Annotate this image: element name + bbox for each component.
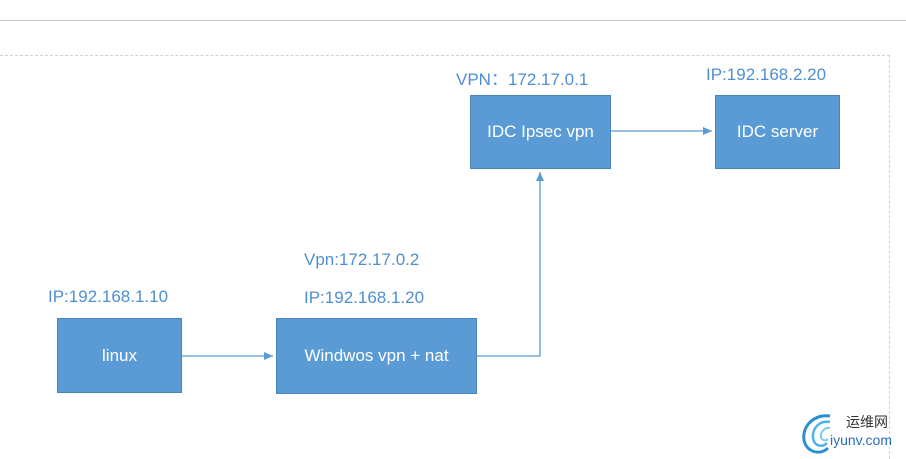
idc-vpn-ip-caption: VPN：172.17.0.1 xyxy=(456,70,589,89)
edge-windows-to-idc-vpn xyxy=(477,172,544,357)
idc-server-node: IDC server xyxy=(715,95,840,169)
linux-node-label: linux xyxy=(102,345,137,365)
linux-ip-caption: IP:192.168.1.10 xyxy=(48,287,169,306)
watermark-chinese-text: 运维网 xyxy=(846,415,888,431)
watermark-domain-text: iyunv.com xyxy=(830,432,892,448)
windows-vpn-nat-node-label: Windwos vpn + nat xyxy=(304,346,449,365)
watermark-logo: 运维网 iyunv.com xyxy=(800,408,906,459)
canvas-border-right xyxy=(889,55,890,459)
windows-vpn-nat-node: Windwos vpn + nat xyxy=(276,318,477,394)
idc-ipsec-vpn-node: IDC Ipsec vpn xyxy=(470,95,611,169)
idc-ipsec-vpn-node-label: IDC Ipsec vpn xyxy=(487,122,594,141)
idc-server-ip-caption: IP:192.168.2.20 xyxy=(706,65,827,84)
top-divider xyxy=(0,20,906,21)
windows-vpn-caption: Vpn:172.17.0.2 xyxy=(304,250,420,269)
windows-ip-caption: IP:192.168.1.20 xyxy=(304,288,425,307)
watermark-swirl-icon xyxy=(802,414,831,454)
canvas-border-top xyxy=(0,55,890,56)
linux-node: linux xyxy=(57,318,182,393)
idc-server-node-label: IDC server xyxy=(736,122,819,141)
